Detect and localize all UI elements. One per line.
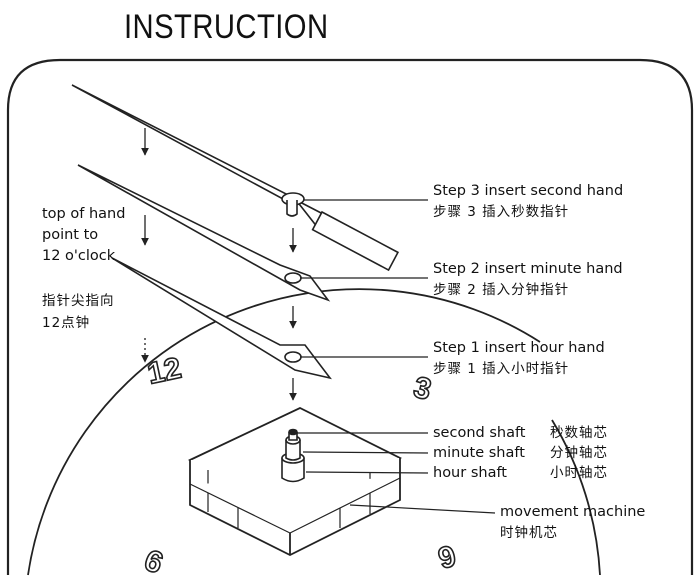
step-3-label-cn: 步骤 3 插入秒数指针 — [433, 204, 570, 220]
second-hand — [71, 84, 400, 272]
hour-hand — [111, 257, 332, 380]
step-1-label-cn: 步骤 1 插入小时指针 — [433, 361, 570, 377]
page-title: INSTRUCTION — [124, 8, 329, 46]
note-line-1: top of hand — [42, 206, 126, 222]
note-cn-line-2: 12点钟 — [42, 315, 91, 331]
note-chinese: 指针尖指向 12点钟 — [42, 290, 115, 334]
note-line-3: 12 o'clock — [42, 248, 116, 264]
hour-shaft-label-cn: 小时轴芯 — [550, 465, 608, 481]
dial-number-3: 3 — [410, 371, 434, 407]
note-english: top of hand point to 12 o'clock — [42, 204, 125, 267]
direction-arrows — [141, 128, 297, 401]
shaft-stack — [281, 428, 305, 483]
clock-dial-outline-right — [551, 419, 601, 576]
second-shaft-label-cn: 秒数轴芯 — [550, 425, 608, 441]
step-2-label-cn: 步骤 2 插入分钟指针 — [433, 282, 570, 298]
note-line-2: point to — [42, 227, 99, 243]
step-3-label: Step 3 insert second hand — [433, 183, 624, 199]
dial-number-9: 9 — [141, 542, 168, 579]
leader-lines — [296, 199, 496, 514]
minute-hand — [77, 164, 331, 302]
movement-machine-label-cn: 时钟机芯 — [500, 525, 558, 541]
minute-shaft-label-cn: 分钟轴芯 — [550, 445, 608, 461]
note-cn-line-1: 指针尖指向 — [42, 293, 115, 309]
dial-number-12: 12 — [145, 352, 185, 391]
hour-shaft-label: hour shaft — [433, 465, 507, 481]
movement-machine-label: movement machine — [500, 504, 646, 520]
frame-outline — [6, 58, 694, 575]
step-1-label: Step 1 insert hour hand — [433, 340, 605, 356]
step-2-label: Step 2 insert minute hand — [433, 261, 623, 277]
dial-number-6: 6 — [434, 538, 459, 574]
minute-shaft-label: minute shaft — [433, 445, 525, 461]
second-shaft-label: second shaft — [433, 425, 526, 441]
